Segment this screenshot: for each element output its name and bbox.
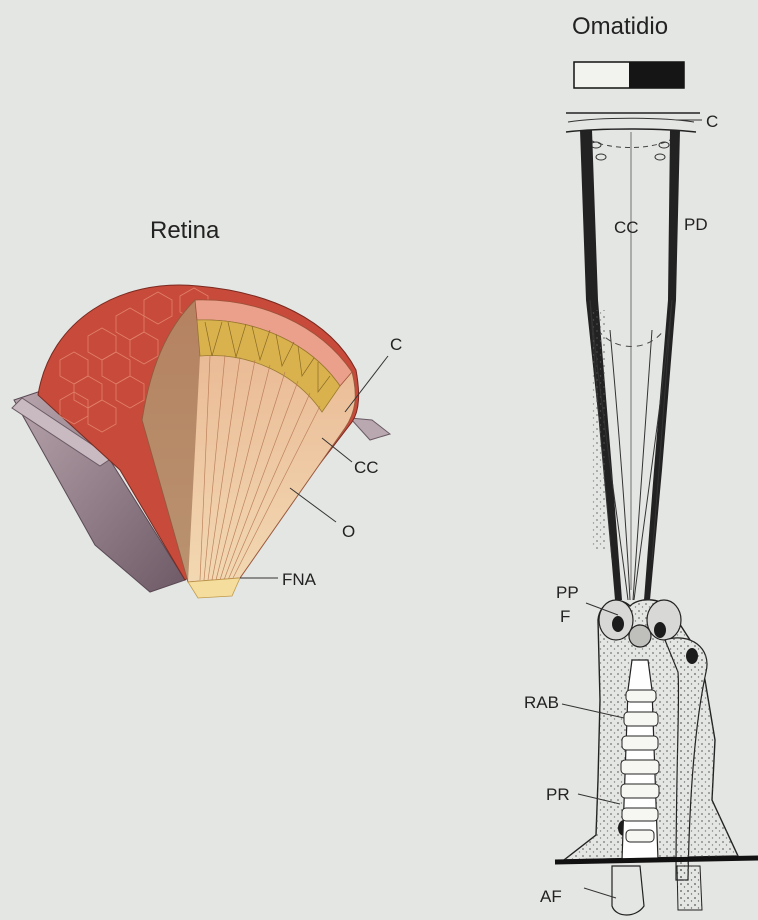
label-o: O <box>342 522 355 541</box>
leader-line-o <box>290 488 336 522</box>
label-om-c: C <box>706 112 718 131</box>
retina-title: Retina <box>150 217 220 244</box>
scale-bar <box>574 62 684 88</box>
retina-diagram: Retina <box>12 217 402 598</box>
cornea <box>566 113 700 132</box>
label-rab: RAB <box>524 693 559 712</box>
label-c: C <box>390 335 402 354</box>
ommatidium-title: Omatidio <box>572 13 668 40</box>
label-pr: PR <box>546 785 570 804</box>
label-fna: FNA <box>282 570 317 589</box>
axon-fibre <box>612 866 702 915</box>
label-pp: PP <box>556 583 579 602</box>
label-f: F <box>560 607 570 626</box>
retinula-body <box>564 600 738 880</box>
label-om-cc: CC <box>614 218 639 237</box>
leader-line-af <box>584 888 616 898</box>
ommatidium-diagram: Omatidio <box>524 13 758 915</box>
label-af: AF <box>540 887 562 906</box>
label-pd: PD <box>684 215 708 234</box>
retina-illustration <box>12 285 390 598</box>
label-cc: CC <box>354 458 379 477</box>
